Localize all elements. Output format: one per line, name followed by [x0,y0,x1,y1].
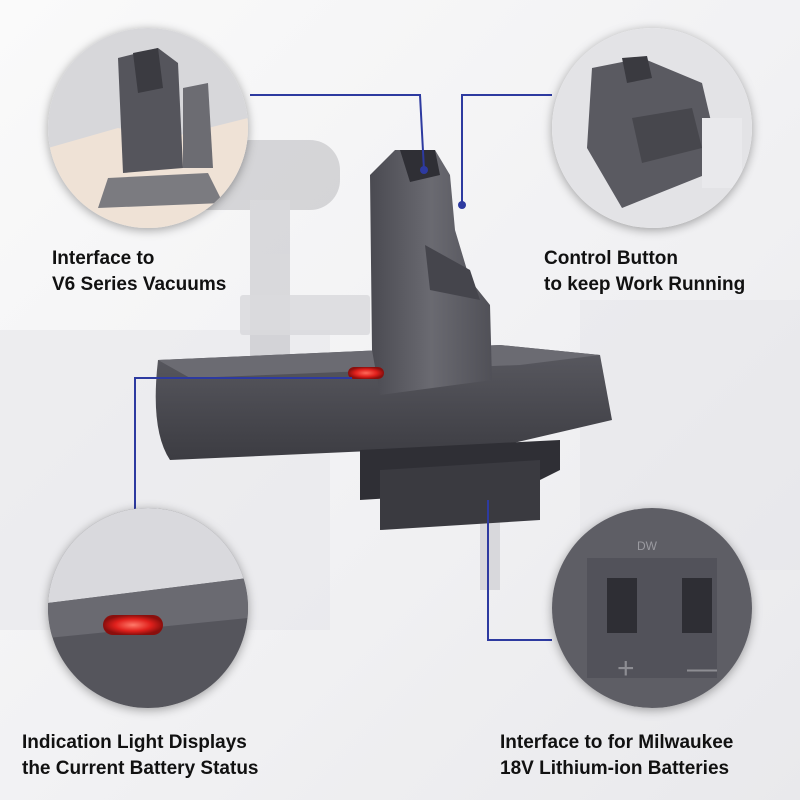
caption-light-line1: Indication Light Displays [22,732,247,753]
caption-control-line2: to keep Work Running [544,274,746,295]
callout-dot-top-left [420,166,428,174]
caption-v6-line1: Interface to [52,248,155,269]
indicator-led [348,367,384,379]
callout-line-bottom-left [134,377,352,548]
caption-v6-interface: Interface to V6 Series Vacuums [52,246,226,298]
caption-milwaukee-line1: Interface to for Milwaukee [500,732,734,753]
zoom-circle-milwaukee-interface: DW + — [552,508,752,708]
caption-light-line2: the Current Battery Status [22,758,259,779]
caption-milwaukee-interface: Interface to for Milwaukee 18V Lithium-i… [500,730,733,782]
callout-line-top-left [250,94,425,171]
minus-marking: — [687,652,717,685]
caption-v6-line2: V6 Series Vacuums [52,274,227,295]
zoom-circle-control-button [552,28,752,228]
adapter-stem [240,150,492,395]
plus-marking: + [617,652,635,685]
caption-milwaukee-line2: 18V Lithium-ion Batteries [500,758,730,779]
adapter-base [155,345,612,530]
callout-line-top-right [461,94,552,205]
callout-lines [134,94,552,641]
zoom-circle-v6-interface [48,28,248,228]
caption-control-line1: Control Button [544,248,679,269]
dw-label: DW [637,539,658,553]
callout-dot-top-right [458,201,466,209]
zoom-circle-indication-light [48,508,248,708]
caption-control-button: Control Button to keep Work Running [544,246,745,298]
caption-indication-light: Indication Light Displays the Current Ba… [22,730,259,782]
callout-line-bottom-right [487,500,552,641]
